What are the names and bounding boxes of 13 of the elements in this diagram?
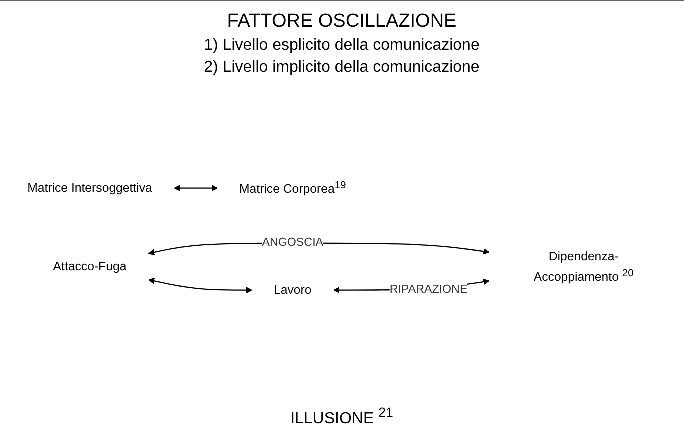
node-text: Attacco-Fuga — [53, 260, 127, 274]
arrow — [174, 185, 218, 192]
level-heading: 1) Livello esplicito della comunicazione — [204, 37, 480, 55]
node-text: Lavoro — [274, 283, 312, 298]
arrow — [148, 278, 253, 294]
edge-label: ANGOSCIA — [262, 236, 324, 250]
level-heading: 2) Livello implicito della comunicazione — [204, 59, 480, 77]
node-text: Matrice Intersoggettiva — [28, 181, 152, 196]
node-text: Matrice Corporea$^{19}$ — [240, 180, 346, 196]
diagram-title: FATTORE OSCILLAZIONE — [226, 11, 458, 33]
level-heading: ILLUSIONE $^{21}$ — [290, 404, 394, 428]
node-text: Dipendenza-Accoppiamento $^{20}$ — [534, 250, 634, 284]
edge-label: RIPARAZIONE — [390, 284, 468, 296]
